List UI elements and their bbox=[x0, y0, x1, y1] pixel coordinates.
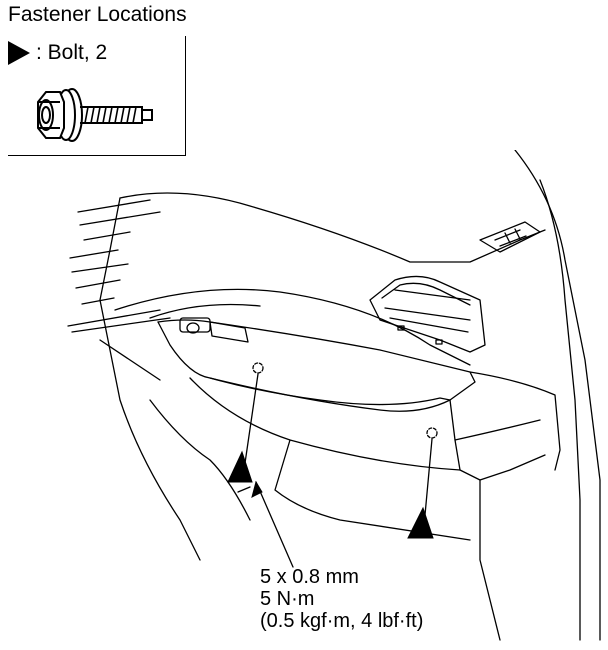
legend-box bbox=[8, 36, 186, 156]
filled-triangle-icon bbox=[8, 41, 30, 65]
bolt-icon bbox=[37, 88, 153, 142]
glove-box-lower-cover-drawing bbox=[67, 150, 601, 641]
page-title: Fastener Locations bbox=[8, 3, 187, 26]
legend-bolt-label: : Bolt, 2 bbox=[36, 41, 108, 64]
torque-nm-label: 5 N·m bbox=[260, 588, 315, 610]
legend-bolt: : Bolt, 2 bbox=[8, 40, 107, 66]
torque-imperial-label: (0.5 kgf·m, 4 lbf·ft) bbox=[260, 610, 424, 632]
torque-spec: 5 x 0.8 mm 5 N·m (0.5 kgf·m, 4 lbf·ft) bbox=[260, 566, 423, 632]
bolt-size-label: 5 x 0.8 mm bbox=[260, 566, 359, 588]
